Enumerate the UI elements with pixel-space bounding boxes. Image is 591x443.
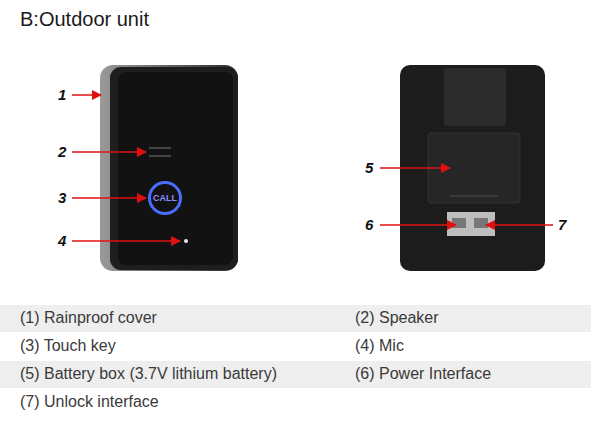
callout-number: 4 [58,232,66,249]
callout-number: 5 [365,159,373,176]
leader-arrow [486,224,553,226]
table-cell: (7) Unlock interface [20,393,159,411]
speaker-slot [149,155,171,157]
table-cell: (1) Rainproof cover [20,309,157,327]
power-interface [452,218,466,228]
callout-number: 1 [58,86,66,103]
table-band [0,305,591,332]
table-cell: (5) Battery box (3.7V lithium battery) [20,365,277,383]
diagram-title: B:Outdoor unit [20,8,149,31]
callout-number: 7 [558,216,566,233]
mic-hole [184,239,188,243]
touch-key-button: CALL [148,181,182,215]
rainproof-cover [100,65,238,271]
leader-arrow [380,167,450,169]
leader-arrow [72,151,146,153]
button-text: CALL [153,193,177,203]
callout-number: 6 [365,216,373,233]
table-cell: (3) Touch key [20,337,116,355]
interface-panel [447,212,495,236]
battery-latch [450,195,498,197]
mount-plate [444,68,506,126]
front-body [110,67,238,270]
leader-arrow [72,94,101,96]
leader-arrow [380,224,456,226]
callout-number: 3 [58,189,66,206]
table-cell: (6) Power Interface [355,365,491,383]
leader-arrow [72,240,180,242]
front-face [118,72,233,265]
callout-number: 2 [58,143,66,160]
leader-arrow [72,197,146,199]
table-cell: (4) Mic [355,337,404,355]
speaker-slot [149,147,171,149]
table-band [0,361,591,388]
unlock-interface [474,218,488,228]
table-cell: (2) Speaker [355,309,439,327]
